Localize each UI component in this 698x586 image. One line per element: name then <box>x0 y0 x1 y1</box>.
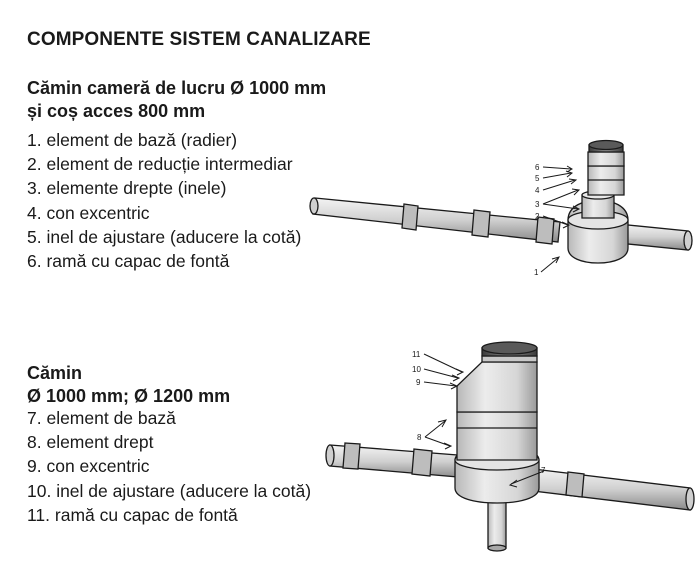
list-item: 2. element de reducție intermediar <box>27 154 293 175</box>
section2-heading-line2: Ø 1000 mm; Ø 1200 mm <box>27 386 231 406</box>
pipe-system-1 <box>309 139 693 264</box>
page-title: COMPONENTE SISTEM CANALIZARE <box>27 29 371 50</box>
callout-label: 6 <box>535 163 540 172</box>
callouts-diagram-1 <box>540 165 581 273</box>
callout-label: 4 <box>535 186 540 195</box>
section1-component-list: 1. element de bază (radier) 2. element d… <box>27 128 301 273</box>
callout-label: 11 <box>412 350 421 359</box>
list-item: 8. element drept <box>27 432 154 453</box>
callout-label: 8 <box>417 433 422 442</box>
list-item: 7. element de bază <box>27 408 176 428</box>
section1-heading: Cămin cameră de lucru Ø 1000 mm și coș a… <box>27 77 326 123</box>
callout-label: 3 <box>535 200 540 209</box>
list-item: 10. inel de ajustare (aducere la cotă) <box>27 480 312 501</box>
list-item: 5. inel de ajustare (aducere la cotă) <box>27 226 302 247</box>
callout-label: 2 <box>535 212 540 221</box>
section2-heading-line1: Cămin <box>27 363 83 383</box>
callout-label: 10 <box>412 365 421 374</box>
callouts-diagram-2 <box>423 353 545 488</box>
section2-component-list: 7. element de bază 8. element drept 9. c… <box>27 406 311 527</box>
callout-labels-1: 6 5 4 3 3 2 1 <box>534 163 540 277</box>
pipe-system-2 <box>325 341 695 552</box>
list-item: 9. con excentric <box>27 456 150 477</box>
callout-label: 1 <box>534 268 539 277</box>
list-item: 1. element de bază (radier) <box>27 130 238 150</box>
list-item: 4. con excentric <box>27 202 150 223</box>
callout-label: 9 <box>416 378 421 387</box>
callout-label: 5 <box>535 174 540 183</box>
callout-labels-2: 11 10 9 8 7 <box>412 350 546 475</box>
list-item: 6. ramă cu capac de fontă <box>27 251 230 272</box>
section1-heading-line2: și coș acces 800 mm <box>27 101 206 121</box>
section2-heading: Cămin Ø 1000 mm; Ø 1200 mm <box>27 362 230 408</box>
callout-label: 7 <box>541 466 546 475</box>
section1-heading-line1: Cămin cameră de lucru Ø 1000 mm <box>27 78 327 98</box>
list-item: 11. ramă cu capac de fontă <box>27 504 238 525</box>
list-item: 3. elemente drepte (inele) <box>27 178 227 199</box>
